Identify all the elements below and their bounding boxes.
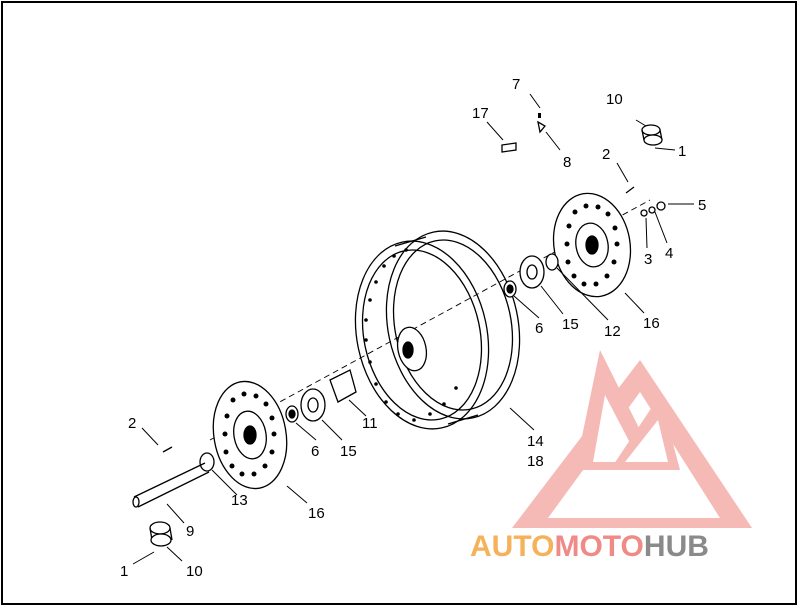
callouts: 7 17 8 10 1 2 5 4 3 6 15 12 16 11 14 18 …: [120, 76, 706, 580]
axle-cap-top: [641, 124, 663, 146]
spacer-12: [545, 253, 559, 271]
callout-3: 3: [644, 251, 652, 268]
valve-stem: [537, 113, 546, 134]
spacer-13: [199, 452, 215, 472]
nut: [640, 201, 666, 217]
callout-9: 9: [186, 523, 194, 540]
callout-15-left: 15: [340, 443, 357, 460]
rim-spoke-holes: [364, 248, 458, 422]
callout-17: 17: [472, 105, 489, 122]
bolt-left: [162, 446, 173, 453]
callout-16-right: 16: [643, 315, 660, 332]
callout-15-right: 15: [562, 316, 579, 333]
disc-holes-left: [222, 391, 277, 477]
spacer-15-left: [300, 388, 326, 422]
wheel-rim: [354, 230, 521, 430]
callout-10-bottom: 10: [186, 563, 203, 580]
callout-4: 4: [665, 245, 673, 262]
callout-14: 14: [527, 433, 544, 450]
callout-1-top: 1: [678, 143, 686, 160]
axle: [132, 462, 210, 508]
wheel-weight: [501, 142, 517, 153]
callout-16-left: 16: [308, 505, 325, 522]
seal-6-left: [285, 405, 299, 423]
watermark-part-auto: AUTO: [470, 530, 554, 563]
bolt-right: [625, 186, 635, 194]
leader-lines: [132, 93, 694, 565]
callout-2-top: 2: [602, 146, 610, 163]
watermark-text: AUTOMOTOHUB: [470, 530, 709, 563]
axle-cap-bottom: [149, 521, 173, 547]
spacer-15-right: [519, 255, 545, 289]
callout-2-left: 2: [128, 415, 136, 432]
callout-13: 13: [231, 492, 248, 509]
callout-1-bottom: 1: [120, 563, 128, 580]
callout-10-top: 10: [606, 91, 623, 108]
callout-6-right: 6: [535, 320, 543, 337]
watermark-part-moto: MOTO: [554, 530, 643, 563]
spacer-11: [329, 369, 357, 403]
watermark-part-hub: HUB: [644, 530, 709, 563]
callout-8: 8: [563, 154, 571, 171]
callout-12: 12: [604, 323, 621, 340]
brake-disc-left: [212, 380, 288, 490]
callout-18: 18: [527, 453, 544, 470]
callout-7: 7: [512, 76, 520, 93]
callout-5: 5: [698, 197, 706, 214]
axis-line: [209, 199, 651, 441]
brake-disc-right: [552, 192, 632, 298]
seal-6-right: [503, 280, 517, 298]
disc-holes-right: [564, 203, 620, 287]
watermark-logo: [512, 350, 752, 528]
callout-6-left: 6: [311, 443, 319, 460]
callout-11: 11: [362, 415, 378, 432]
